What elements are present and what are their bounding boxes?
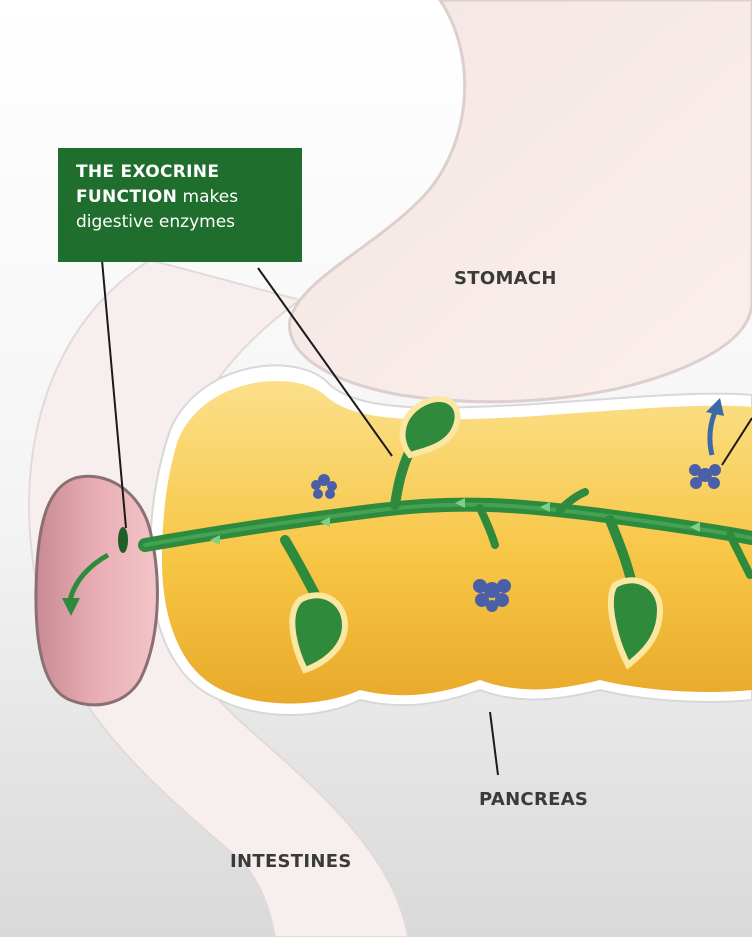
callout-bold-line2: FUNCTION bbox=[76, 187, 177, 207]
duodenum-wall bbox=[36, 476, 157, 705]
callout-rest-line2: makes bbox=[177, 187, 238, 207]
intestines-label: INTESTINES bbox=[230, 851, 352, 872]
pancreas-label: PANCREAS bbox=[479, 789, 588, 810]
callout-bold-line1: THE EXOCRINE bbox=[76, 162, 219, 182]
exocrine-callout: THE EXOCRINE FUNCTION makes digestive en… bbox=[58, 148, 302, 262]
stomach-label: STOMACH bbox=[454, 268, 557, 289]
callout-line3: digestive enzymes bbox=[76, 210, 286, 235]
duct-opening bbox=[118, 527, 128, 553]
